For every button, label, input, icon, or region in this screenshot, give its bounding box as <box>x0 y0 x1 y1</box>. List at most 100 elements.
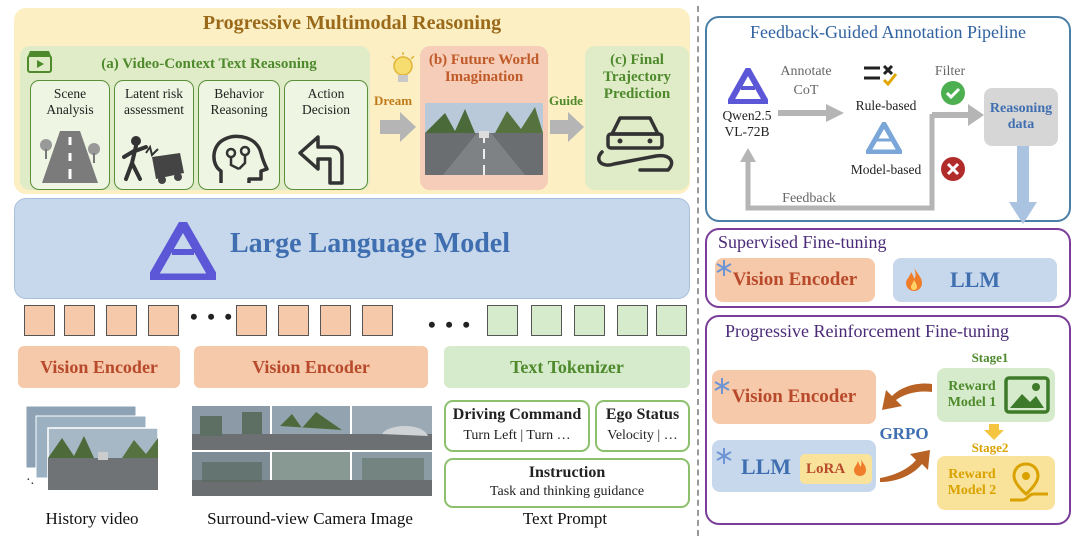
turn-arrow-icon <box>298 135 344 185</box>
text-token <box>656 305 687 336</box>
down-arrow-icon <box>1009 146 1037 224</box>
stage-arrow-icon <box>984 424 1004 440</box>
text-tokenizer: Text Tokenizer <box>444 346 690 388</box>
rule-based-label: Rule-based <box>855 98 917 113</box>
road-icon <box>40 131 100 183</box>
supervised-fine-tuning-panel <box>705 228 1071 308</box>
section-divider <box>697 6 699 536</box>
qwen-logo-icon <box>728 68 768 104</box>
vision-encoder-history: Vision Encoder <box>18 346 180 388</box>
ego-status-title: Ego Status <box>605 406 680 423</box>
token-ellipsis: • • • <box>190 304 235 329</box>
reward-model-1-label: Reward Model 1 <box>947 379 997 410</box>
step-action-decision: Action Decision <box>284 80 368 190</box>
reject-circle-icon <box>941 157 965 181</box>
caption-text-prompt: Text Prompt <box>522 509 608 528</box>
image-icon <box>1004 376 1050 414</box>
step-latent-risk: Latent risk assessment <box>114 80 194 190</box>
step-label: Action Decision <box>302 86 350 117</box>
step-label: Latent risk assessment <box>124 86 184 117</box>
lightbulb-icon <box>391 52 415 82</box>
final-trajectory-title: (c) Final Trajectory Prediction <box>602 52 671 102</box>
guide-label: Guide <box>549 93 583 108</box>
svg-text:·.: ·. <box>26 473 34 488</box>
progressive-reasoning-title: Progressive Multimodal Reasoning <box>202 12 502 34</box>
qwen-logo-icon <box>866 122 902 154</box>
ego-status-box: Ego Status Velocity | … <box>595 400 690 452</box>
instruction-box: Instruction Task and thinking guidance <box>444 458 690 508</box>
caption-surround-view: Surround-view Camera Image <box>207 509 413 528</box>
vision-token <box>148 305 179 336</box>
vision-token <box>106 305 137 336</box>
prft-vision-encoder-label: Vision Encoder <box>731 386 857 407</box>
prft-title: Progressive Reinforcement Fine-tuning <box>725 321 1009 341</box>
future-world-title: (b) Future World Imagination <box>428 52 540 85</box>
grpo-label: GRPO <box>879 424 929 443</box>
annotate-cot-label: Annotate CoT <box>780 64 832 98</box>
check-circle-icon <box>941 81 965 105</box>
accident-icon <box>122 136 184 184</box>
driving-command-title: Driving Command <box>452 406 582 423</box>
vision-token <box>236 305 267 336</box>
annotation-pipeline-panel <box>705 16 1071 222</box>
progressive-rft-panel <box>705 315 1071 525</box>
text-token <box>574 305 605 336</box>
driving-command-value: Turn Left | Turn … <box>463 428 571 443</box>
reasoning-data-box: Reasoning data <box>984 88 1058 146</box>
vision-encoder-surround: Vision Encoder <box>194 346 428 388</box>
step-behavior-reasoning: Behavior Reasoning <box>198 80 280 190</box>
token-ellipsis: • • • <box>428 312 473 337</box>
instruction-value: Task and thinking guidance <box>489 484 645 499</box>
snowflake-icon <box>716 260 732 276</box>
snowflake-icon <box>716 448 732 464</box>
map-pin-route-icon <box>1010 462 1048 502</box>
rule-check-icon <box>864 64 898 87</box>
caption-history-video: History video <box>45 509 139 528</box>
flame-icon <box>854 458 866 476</box>
stage1-label: Stage1 <box>971 350 1009 365</box>
qwen-logo-icon <box>150 222 216 280</box>
grpo-arrow-up-icon <box>882 383 932 410</box>
future-road-image <box>425 103 543 175</box>
driving-command-box: Driving Command Turn Left | Turn … <box>444 400 590 452</box>
step-scene-analysis: Scene Analysis <box>30 80 110 190</box>
large-language-model-panel <box>14 198 690 299</box>
flame-icon <box>906 268 922 291</box>
text-token <box>487 305 518 336</box>
grpo-arrow-down-icon <box>880 450 930 482</box>
feedback-loop-lines <box>740 104 984 211</box>
vision-token <box>64 305 95 336</box>
vision-token <box>278 305 309 336</box>
instruction-title: Instruction <box>528 464 606 481</box>
surround-view-camera-image <box>192 406 432 496</box>
step-label: Behavior Reasoning <box>210 86 268 117</box>
history-video-frames: ·. <box>25 405 159 491</box>
llm-title: Large Language Model <box>230 228 510 259</box>
video-context-title: (a) Video-Context Text Reasoning <box>101 56 317 72</box>
annotate-arrow-icon <box>778 104 844 122</box>
lora-label: LoRA <box>806 460 846 477</box>
dream-label: Dream <box>374 93 413 108</box>
brain-icon <box>212 134 269 183</box>
vision-token <box>24 305 55 336</box>
dream-arrow-icon <box>380 112 416 142</box>
sft-vision-encoder-label: Vision Encoder <box>732 269 858 290</box>
vision-token <box>320 305 351 336</box>
model-based-label: Model-based <box>850 162 922 177</box>
stage2-label: Stage2 <box>971 440 1009 455</box>
prft-vision-encoder: Vision Encoder <box>712 370 876 424</box>
sft-vision-encoder: Vision Encoder <box>715 258 875 302</box>
film-clapper-icon <box>27 51 52 73</box>
annotation-pipeline-title: Feedback-Guided Annotation Pipeline <box>750 22 1026 42</box>
car-trajectory-icon <box>597 116 674 172</box>
sft-title: Supervised Fine-tuning <box>718 232 887 252</box>
vision-token <box>362 305 393 336</box>
text-token <box>531 305 562 336</box>
sft-llm-label: LLM <box>949 267 1001 292</box>
ego-status-value: Velocity | … <box>607 428 678 443</box>
annotator-model-name: Qwen2.5 VL-72B <box>722 108 772 139</box>
prft-llm-label: LLM <box>740 454 792 479</box>
step-label: Scene Analysis <box>46 86 94 117</box>
filter-label: Filter <box>934 64 966 79</box>
snowflake-icon <box>714 378 730 394</box>
